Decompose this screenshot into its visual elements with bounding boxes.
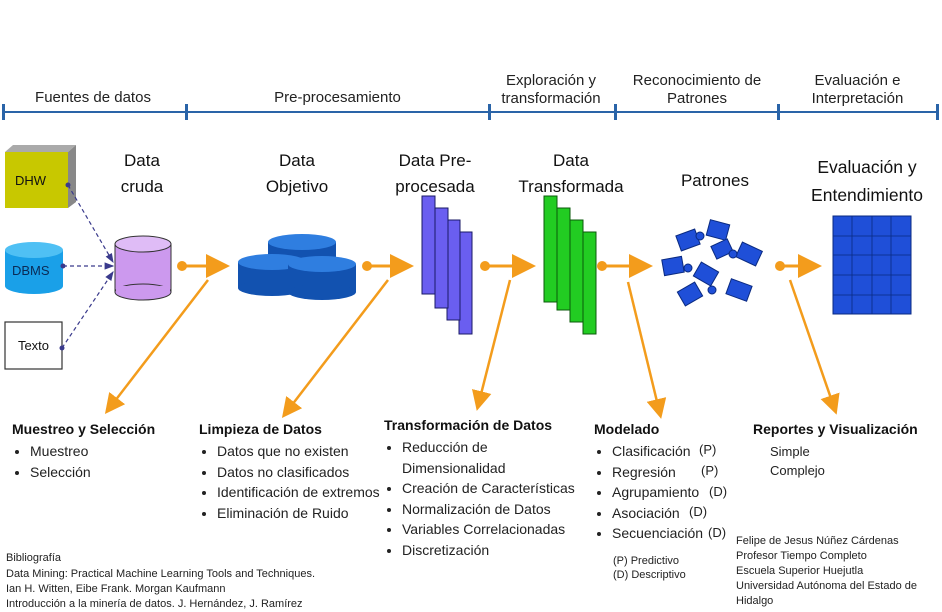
list-item: Datos que no existen [217, 441, 382, 462]
list-item: Regresión [612, 462, 712, 483]
author-line: Escuela Superior Huejutla [736, 565, 864, 577]
source-dhw-label: DHW [15, 172, 47, 188]
list-item: Variables Correlacionadas [402, 519, 577, 540]
dhw-box-shape [5, 145, 76, 208]
texto-doc-shape [4, 321, 63, 370]
phase-label-exploracion: Exploración y transformación [501, 72, 601, 107]
list-item: Asociación [612, 503, 712, 524]
list-item: Eliminación de Ruido [217, 503, 382, 524]
section-heading-reportes: Reportes y Visualización [753, 421, 918, 437]
flow-arrows [177, 254, 822, 278]
modelado-tag: (D) [709, 484, 728, 499]
list-item: Reducción de Dimensionalidad [402, 437, 577, 478]
section-heading-muestreo: Muestreo y Selección [12, 421, 156, 437]
stage-title-data-objetivo: Data Objetivo [265, 151, 329, 196]
pre-procesada-bars [421, 195, 473, 335]
author-line: Felipe de Jesus Núñez Cárdenas [736, 535, 899, 547]
section-list-modelado: Clasificación Regresión Agrupamiento Aso… [594, 441, 712, 544]
reportes-item-simple: Simple [770, 444, 810, 459]
list-item: Normalización de Datos [402, 499, 577, 520]
section-list-limpieza: Datos que no existen Datos no clasificad… [199, 441, 382, 523]
bibliography-line: Data Mining: Practical Machine Learning … [6, 568, 315, 580]
author-line: Hidalgo [736, 595, 774, 607]
modelado-tag: (P) [699, 442, 717, 457]
list-item: Secuenciación [612, 523, 712, 544]
bibliography-line: Introducción a la minería de datos. J. H… [6, 598, 303, 610]
stage-title-data-preprocesada: Data Pre-procesada [395, 151, 475, 196]
source-texto-label: Texto [17, 338, 50, 353]
list-item: Agrupamiento [612, 482, 712, 503]
bibliography-line: Ian H. Witten, Eibe Frank. Morgan Kaufma… [6, 583, 226, 595]
author-line: Profesor Tiempo Completo [736, 550, 867, 562]
diagonal-arrows [104, 279, 840, 419]
section-list-muestreo: Muestreo Selección [12, 441, 190, 482]
modelado-tag: (D) [689, 504, 708, 519]
source-connectors [61, 184, 115, 349]
phase-label-fuentes: Fuentes de datos [35, 89, 151, 106]
section-heading-modelado: Modelado [594, 421, 660, 437]
section-heading-limpieza: Limpieza de Datos [199, 421, 322, 437]
list-item: Clasificación [612, 441, 712, 462]
stage-title-data-cruda: Data cruda [120, 151, 164, 196]
stage-title-data-transformada: Data Transformada [518, 151, 624, 196]
phase-label-preprocesamiento: Pre-procesamiento [274, 89, 401, 106]
phase-label-reconocimiento: Reconocimiento de Patrones [632, 72, 762, 107]
bibliography-heading: Bibliografía [6, 552, 62, 564]
stage-title-evaluacion: Evaluación y Entendimiento [811, 157, 923, 205]
data-objetivo-cylinders [238, 234, 356, 300]
evaluacion-puzzle-grid [832, 215, 912, 315]
stage-title-patrones: Patrones [680, 171, 750, 190]
list-item: Creación de Características [402, 478, 577, 499]
dbms-cylinder-shape [5, 242, 63, 294]
list-item: Identificación de extremos [217, 482, 382, 503]
author-line: Universidad Autónoma del Estado de [736, 580, 918, 592]
list-item: Selección [30, 462, 190, 483]
list-item: Discretización [402, 540, 577, 561]
section-list-transformacion: Reducción de Dimensionalidad Creación de… [384, 437, 577, 560]
section-heading-transformacion: Transformación de Datos [384, 417, 553, 433]
data-cruda-cylinder [114, 235, 172, 301]
modelado-tag: (P) [701, 463, 719, 478]
modelado-legend-predictivo: (P) Predictivo [613, 555, 680, 567]
source-dbms-label: DBMS [12, 262, 50, 278]
list-item: Muestreo [30, 441, 190, 462]
phase-label-evaluacion: Evaluación e Interpretación [811, 72, 904, 107]
phase-axis [2, 104, 939, 120]
patrones-puzzle-pieces [661, 219, 764, 307]
modelado-tag: (D) [708, 525, 727, 540]
reportes-item-complejo: Complejo [770, 463, 825, 478]
list-item: Datos no clasificados [217, 462, 382, 483]
transformada-bars [543, 195, 597, 335]
modelado-legend-descriptivo: (D) Descriptivo [613, 569, 686, 581]
